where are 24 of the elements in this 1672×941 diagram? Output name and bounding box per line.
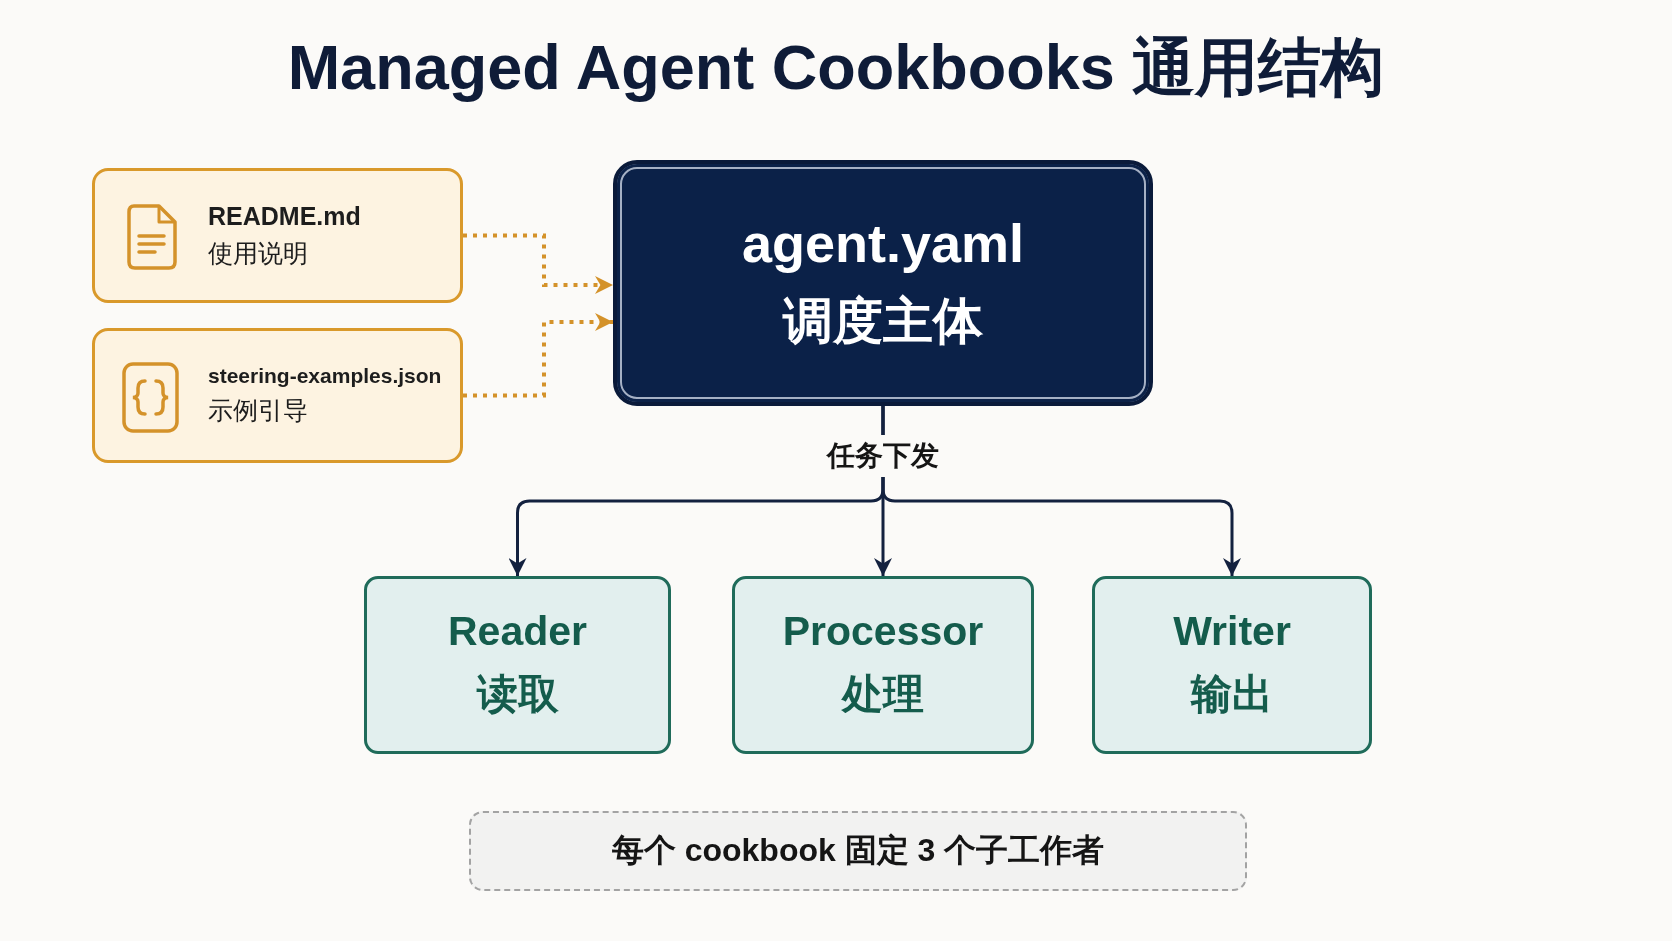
note-box — [469, 811, 1247, 891]
file-description: 使用说明 — [208, 237, 308, 269]
worker-role: 处理 — [842, 670, 924, 719]
title: Managed Agent Cookbooks 通用结构 — [287, 32, 1385, 102]
file-name: steering-examples.json — [208, 364, 442, 388]
worker-box — [732, 576, 1034, 754]
box-title: agent.yaml — [741, 211, 1025, 274]
file-box — [92, 328, 463, 463]
note-text: 每个 cookbook 固定 3 个子工作者 — [611, 831, 1105, 870]
file-description: 示例引导 — [208, 395, 308, 426]
worker-role: 读取 — [476, 670, 559, 719]
worker-box — [364, 576, 671, 754]
worker-box — [1092, 576, 1372, 754]
arrow — [463, 233, 613, 294]
worker-name: Processor — [782, 608, 984, 655]
agent-box — [613, 160, 1153, 406]
worker-role: 输出 — [1191, 670, 1273, 719]
file-box — [92, 168, 463, 303]
box-subtitle: 调度主体 — [783, 291, 983, 351]
worker-name: Reader — [448, 608, 587, 655]
file-name: README.md — [208, 201, 361, 231]
arrow — [881, 406, 1241, 576]
worker-name: Writer — [1173, 608, 1291, 655]
arrow — [463, 313, 613, 398]
